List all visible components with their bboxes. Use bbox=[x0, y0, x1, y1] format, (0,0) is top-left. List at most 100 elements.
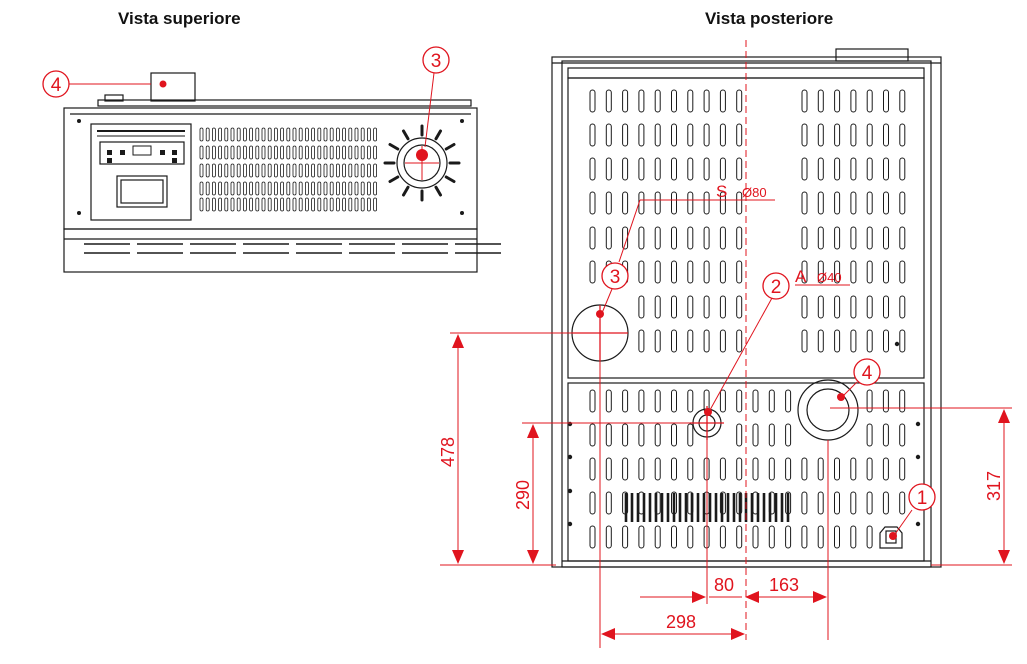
reference-dots bbox=[159, 80, 897, 540]
top-small-part bbox=[104, 94, 124, 102]
top-slot bbox=[261, 181, 266, 196]
top-slot bbox=[211, 145, 216, 160]
rear-slot bbox=[719, 525, 726, 549]
top-slot bbox=[354, 145, 359, 160]
smoke-diameter: Ø80 bbox=[742, 185, 767, 200]
rear-slot bbox=[605, 226, 612, 250]
dot-smoke bbox=[596, 310, 604, 318]
top-slot bbox=[218, 163, 223, 178]
rear-slot bbox=[719, 329, 726, 353]
rear-slot bbox=[687, 260, 694, 284]
rear-slot bbox=[883, 260, 889, 284]
rear-slot bbox=[768, 389, 775, 413]
rear-slot bbox=[736, 226, 743, 250]
rear-slot bbox=[671, 89, 677, 113]
top-view-title: Vista superiore bbox=[118, 9, 241, 28]
rear-slot bbox=[671, 157, 677, 181]
rear-slot bbox=[605, 123, 612, 147]
top-slot bbox=[211, 163, 216, 178]
rear-slot bbox=[834, 295, 841, 319]
rear-slot bbox=[638, 157, 645, 181]
rear-slot bbox=[719, 295, 726, 319]
top-slot bbox=[261, 197, 266, 212]
rear-slot bbox=[703, 157, 710, 181]
top-slot bbox=[236, 145, 241, 160]
top-slot bbox=[304, 181, 309, 196]
rear-slot bbox=[654, 329, 661, 353]
top-slot bbox=[373, 181, 378, 196]
top-slot bbox=[292, 163, 297, 178]
rear-slot bbox=[899, 89, 906, 113]
rear-slot bbox=[638, 295, 645, 319]
rear-slot bbox=[719, 260, 726, 284]
rear-slot bbox=[866, 89, 873, 113]
rear-slot bbox=[703, 123, 710, 147]
top-slot bbox=[230, 197, 235, 212]
rear-slot bbox=[883, 157, 889, 181]
rear-slot bbox=[817, 329, 824, 353]
top-slot bbox=[286, 127, 291, 142]
top-slot bbox=[230, 181, 235, 196]
rear-slot bbox=[736, 295, 743, 319]
dot-top-outlet bbox=[416, 149, 428, 161]
top-slot bbox=[329, 163, 334, 178]
top-outlet-inner bbox=[403, 144, 441, 182]
callout-1-rear: 1 bbox=[917, 488, 928, 509]
top-slot bbox=[335, 145, 340, 160]
top-slot bbox=[317, 163, 322, 178]
top-slot bbox=[255, 197, 260, 212]
dot-air bbox=[704, 408, 712, 416]
rear-slot bbox=[882, 457, 889, 481]
rear-slot bbox=[654, 260, 661, 284]
rear-slot bbox=[850, 491, 857, 515]
rear-slot bbox=[882, 423, 889, 447]
ring-tooth bbox=[444, 175, 456, 183]
top-slot bbox=[304, 163, 309, 178]
top-slot bbox=[211, 127, 216, 142]
rear-slot bbox=[834, 191, 841, 215]
top-slot bbox=[267, 145, 272, 160]
top-slot bbox=[360, 127, 365, 142]
rear-slot bbox=[866, 389, 873, 413]
top-slot bbox=[366, 181, 371, 196]
ring-tooth bbox=[444, 143, 456, 151]
rear-slot bbox=[687, 329, 694, 353]
top-slot bbox=[286, 145, 291, 160]
rear-slot bbox=[671, 389, 677, 413]
top-slot bbox=[280, 145, 285, 160]
rear-slot bbox=[589, 89, 596, 113]
top-slot bbox=[304, 145, 309, 160]
top-slot bbox=[255, 181, 260, 196]
top-slot bbox=[360, 145, 365, 160]
rear-slot bbox=[736, 329, 743, 353]
top-slot bbox=[230, 145, 235, 160]
rear-slot bbox=[687, 157, 694, 181]
rear-slot bbox=[817, 123, 824, 147]
top-slot bbox=[205, 163, 210, 178]
top-slot bbox=[348, 145, 353, 160]
rear-slot bbox=[654, 525, 661, 549]
rear-slot bbox=[638, 457, 645, 481]
top-slot bbox=[286, 181, 291, 196]
rear-slot bbox=[768, 457, 775, 481]
top-slot bbox=[236, 197, 241, 212]
top-outlet-teeth bbox=[383, 124, 461, 202]
rear-slot bbox=[638, 389, 645, 413]
rear-slot bbox=[866, 123, 873, 147]
rear-slot bbox=[719, 157, 726, 181]
top-slot bbox=[249, 127, 254, 142]
top-screw bbox=[77, 211, 81, 215]
top-slot bbox=[236, 163, 241, 178]
rear-screw bbox=[894, 341, 900, 347]
dimension-317: 317 bbox=[984, 471, 1004, 501]
top-slot bbox=[329, 145, 334, 160]
top-slot bbox=[311, 127, 316, 142]
rear-slot bbox=[899, 329, 906, 353]
rear-slot bbox=[850, 329, 857, 353]
rear-screw bbox=[915, 421, 921, 427]
top-slot bbox=[286, 163, 291, 178]
rear-slot bbox=[850, 525, 857, 549]
rear-slot bbox=[834, 329, 841, 353]
top-slot bbox=[267, 197, 272, 212]
